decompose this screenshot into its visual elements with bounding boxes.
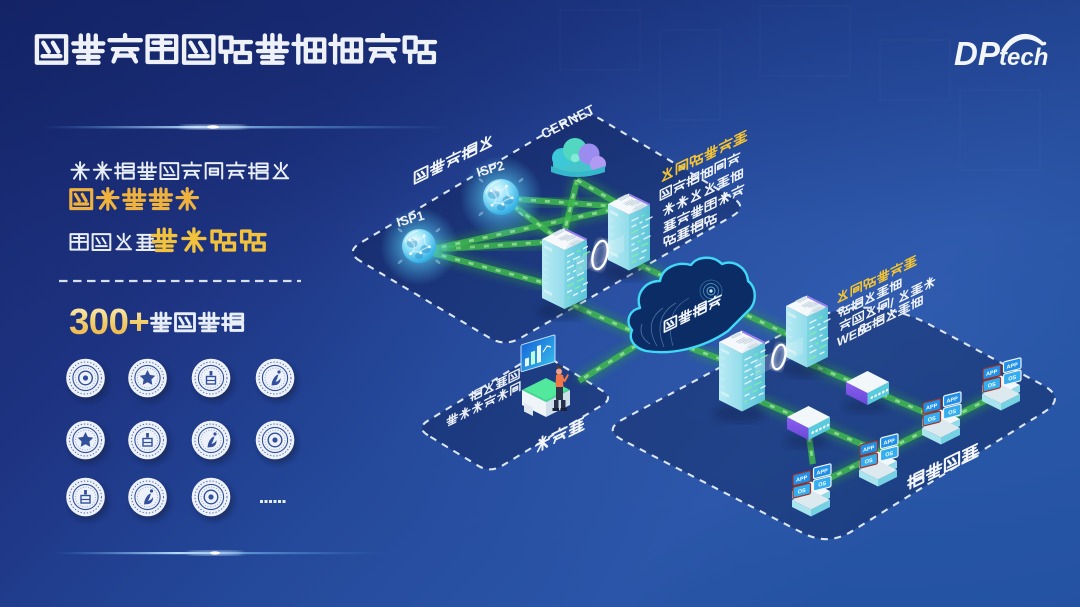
svg-text:300+: 300+	[69, 301, 149, 342]
svg-text:OS: OS	[865, 458, 873, 466]
svg-text:OS: OS	[928, 416, 936, 424]
svg-text:ISP1: ISP1	[395, 208, 426, 230]
svg-text:APP: APP	[926, 403, 938, 412]
svg-text:/: /	[890, 295, 894, 311]
svg-text:OS: OS	[948, 409, 956, 417]
svg-text:APP: APP	[884, 438, 896, 447]
svg-text:DP: DP	[954, 35, 1001, 72]
svg-text:OS: OS	[988, 382, 996, 390]
svg-text:APP: APP	[863, 445, 875, 454]
svg-text:OS: OS	[1008, 375, 1016, 383]
svg-text:ISP2: ISP2	[475, 158, 506, 180]
svg-text:APP: APP	[796, 475, 808, 484]
svg-text:OS: OS	[798, 488, 806, 496]
svg-text:APP: APP	[986, 369, 998, 378]
svg-text:OS: OS	[818, 481, 826, 489]
svg-text:OS: OS	[885, 451, 893, 459]
svg-text:APP: APP	[1007, 362, 1019, 371]
svg-text:APP: APP	[947, 396, 959, 405]
svg-text:APP: APP	[817, 468, 829, 477]
